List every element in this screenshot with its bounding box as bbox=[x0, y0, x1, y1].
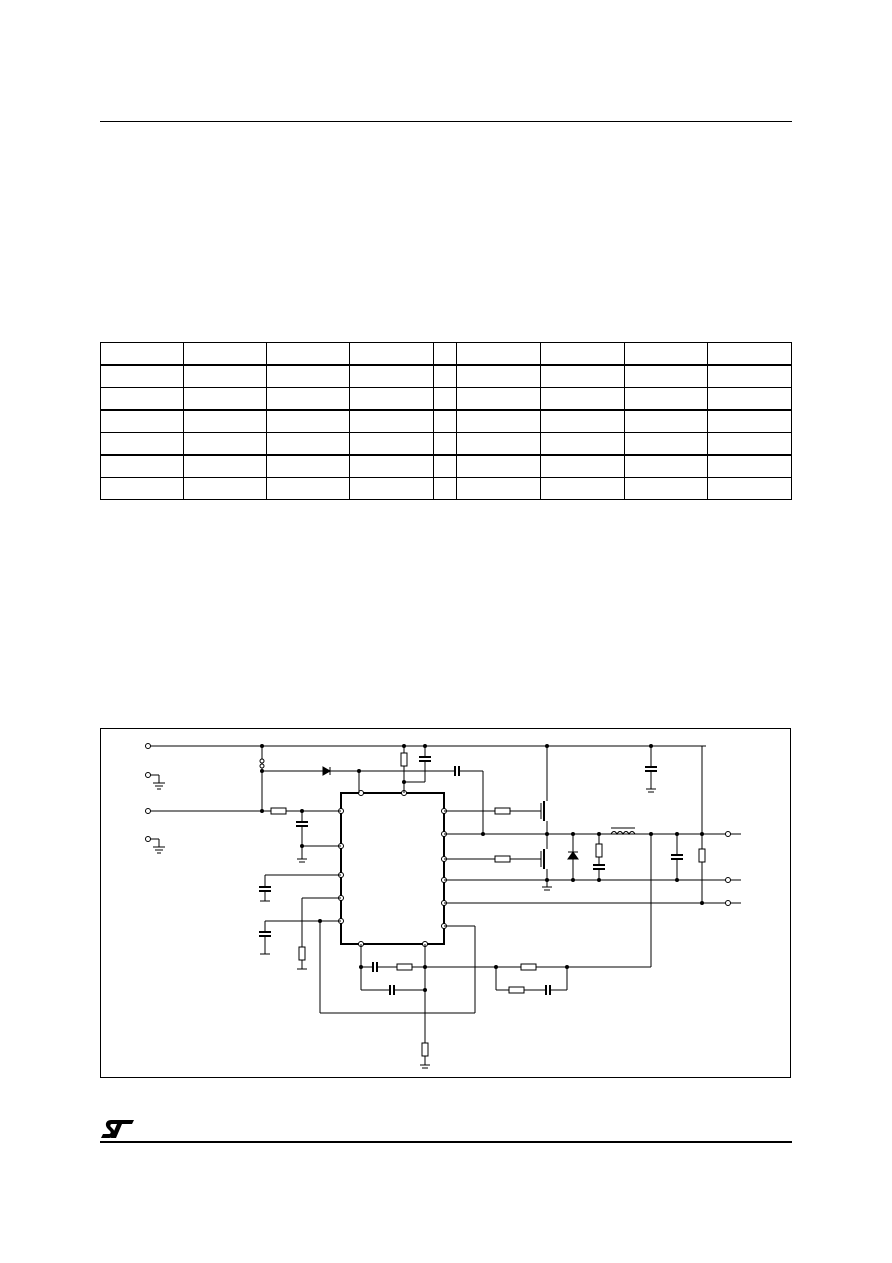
table-cell bbox=[540, 477, 626, 500]
table-cell bbox=[706, 477, 793, 500]
table-cell bbox=[432, 454, 458, 478]
table-row bbox=[100, 409, 793, 433]
table-row bbox=[100, 477, 793, 500]
table-cell bbox=[100, 342, 184, 366]
table-cell bbox=[265, 387, 350, 411]
table-cell bbox=[348, 342, 434, 366]
table-cell bbox=[706, 409, 793, 433]
table-cell bbox=[432, 342, 458, 366]
table-row bbox=[100, 342, 793, 366]
table-cell bbox=[182, 454, 267, 478]
table-cell bbox=[456, 409, 542, 433]
table-cell bbox=[348, 364, 434, 388]
table-cell bbox=[348, 387, 434, 411]
table-cell bbox=[348, 477, 434, 500]
table-cell bbox=[706, 432, 793, 456]
table-cell bbox=[182, 432, 267, 456]
ic-body bbox=[340, 792, 445, 945]
application-circuit-diagram bbox=[145, 743, 741, 1069]
table-cell bbox=[432, 409, 458, 433]
table-cell bbox=[265, 409, 350, 433]
table-cell bbox=[456, 342, 542, 366]
table-cell bbox=[100, 432, 184, 456]
table-cell bbox=[624, 342, 708, 366]
table-row bbox=[100, 454, 793, 478]
table-cell bbox=[348, 409, 434, 433]
table-cell bbox=[100, 477, 184, 500]
table-cell bbox=[100, 364, 184, 388]
table-cell bbox=[540, 409, 626, 433]
table-cell bbox=[456, 387, 542, 411]
table-cell bbox=[540, 364, 626, 388]
compensation-network bbox=[360, 834, 652, 1069]
schematic-figure bbox=[100, 728, 791, 1078]
table-cell bbox=[624, 432, 708, 456]
table-cell bbox=[456, 454, 542, 478]
table-cell bbox=[100, 387, 184, 411]
table-cell bbox=[706, 364, 793, 388]
table-cell bbox=[348, 432, 434, 456]
table-row bbox=[100, 364, 793, 388]
table-cell bbox=[456, 477, 542, 500]
header-rule bbox=[100, 121, 792, 122]
table-cell bbox=[182, 409, 267, 433]
table-row bbox=[100, 432, 793, 456]
input-terminals bbox=[145, 743, 706, 854]
table-cell bbox=[432, 364, 458, 388]
table-cell bbox=[182, 387, 267, 411]
table-cell bbox=[624, 364, 708, 388]
table-cell bbox=[100, 454, 184, 478]
table-cell bbox=[182, 342, 267, 366]
table-cell bbox=[624, 387, 708, 411]
table-cell bbox=[706, 454, 793, 478]
table-cell bbox=[432, 432, 458, 456]
table-cell bbox=[624, 477, 708, 500]
table-cell bbox=[540, 387, 626, 411]
table-cell bbox=[456, 364, 542, 388]
junction-dots bbox=[260, 744, 704, 992]
st-logo bbox=[101, 1120, 134, 1138]
power-stage bbox=[444, 746, 741, 906]
table-cell bbox=[265, 342, 350, 366]
table-cell bbox=[432, 477, 458, 500]
table-cell bbox=[706, 387, 793, 411]
table-cell bbox=[540, 432, 626, 456]
table-cell bbox=[100, 409, 184, 433]
footer-rule bbox=[100, 1141, 792, 1143]
table-cell bbox=[456, 432, 542, 456]
data-table bbox=[100, 342, 793, 500]
table-cell bbox=[624, 409, 708, 433]
bootstrap-network bbox=[400, 746, 484, 834]
table-cell bbox=[348, 454, 434, 478]
table-cell bbox=[182, 477, 267, 500]
supply-network bbox=[259, 746, 476, 1014]
table-cell bbox=[265, 477, 350, 500]
table-cell bbox=[432, 387, 458, 411]
table-row bbox=[100, 387, 793, 411]
ic-pins bbox=[338, 790, 447, 947]
table-cell bbox=[182, 364, 267, 388]
table-cell bbox=[265, 432, 350, 456]
table-cell bbox=[706, 342, 793, 366]
table-cell bbox=[540, 454, 626, 478]
table-cell bbox=[265, 454, 350, 478]
table-cell bbox=[624, 454, 708, 478]
table-cell bbox=[540, 342, 626, 366]
table-cell bbox=[265, 364, 350, 388]
